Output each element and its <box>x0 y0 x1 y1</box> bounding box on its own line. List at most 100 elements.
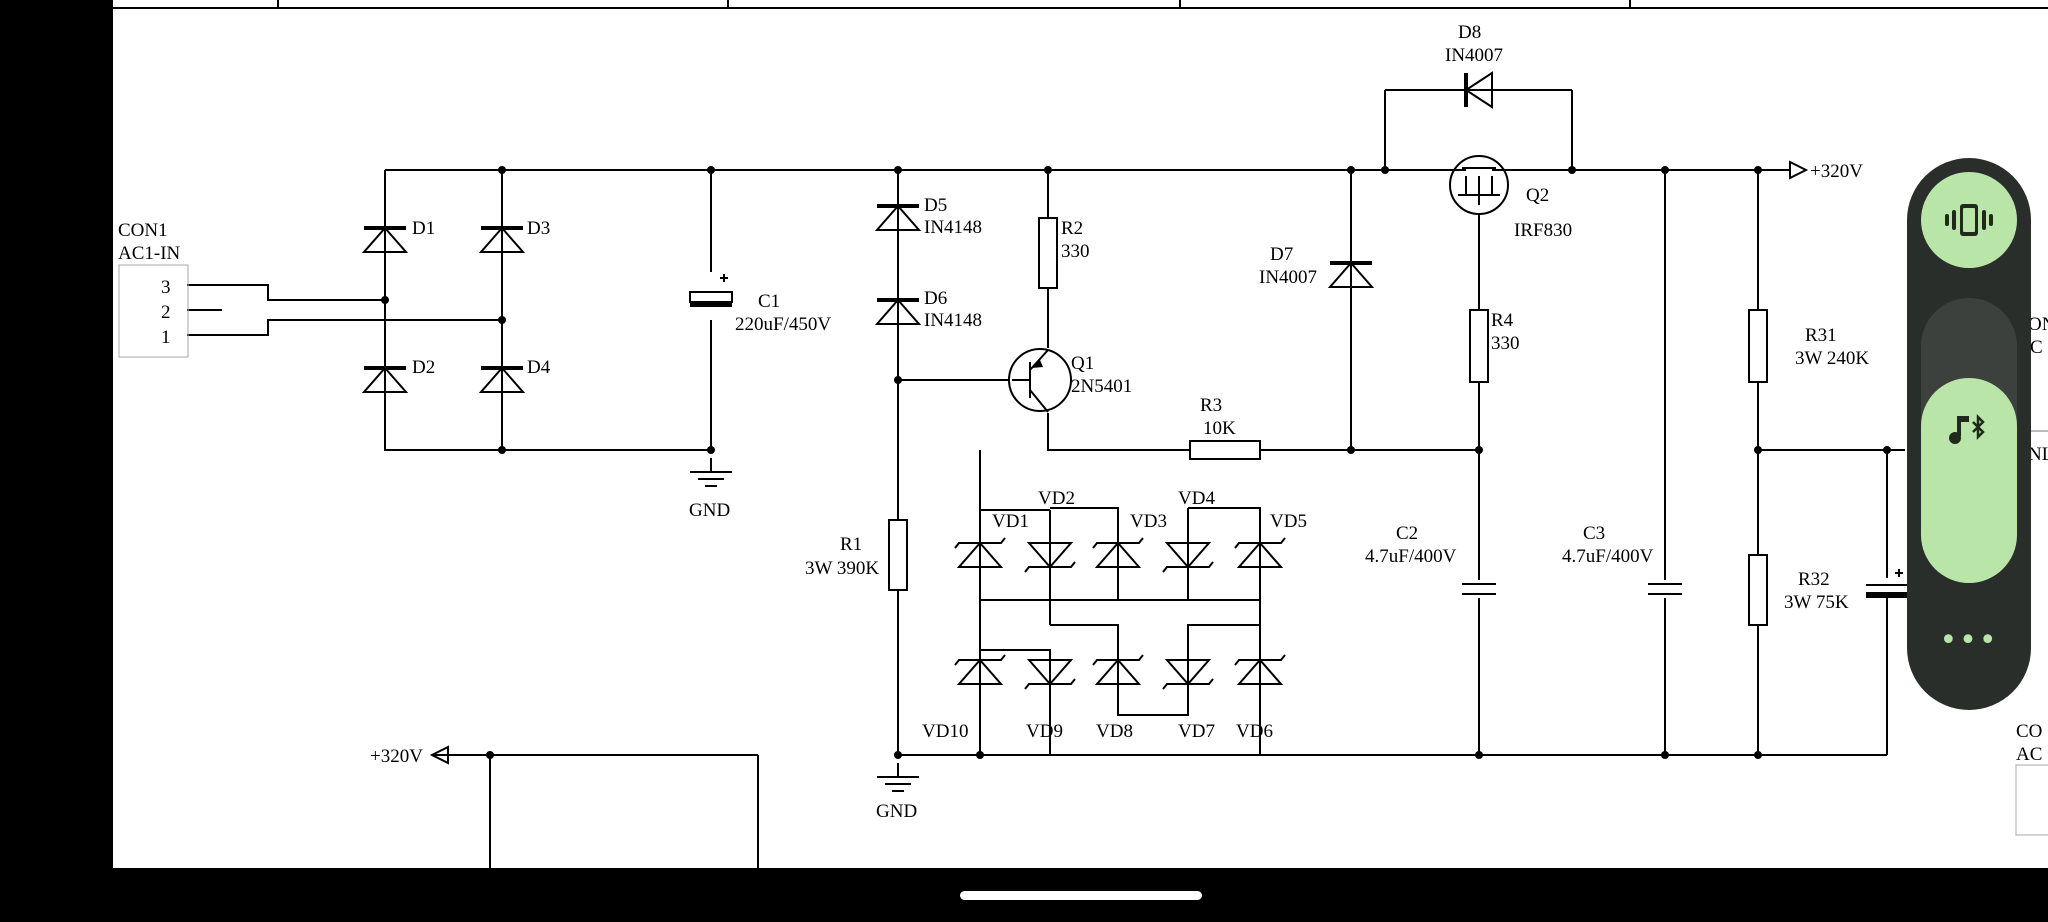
gnd1-label: GND <box>689 500 730 521</box>
zener-vd1: VD1 <box>954 511 1029 568</box>
c3-value: 4.7uF/400V <box>1562 546 1654 567</box>
r1-value: 3W 390K <box>805 558 879 579</box>
net-flag-320v-out: +320V <box>1789 160 1863 182</box>
diode-d1: D1 <box>362 218 435 254</box>
resistor-r2: R2 330 <box>1038 217 1090 289</box>
edge-label-co: CO <box>2016 721 2042 742</box>
c2-value: 4.7uF/400V <box>1365 546 1457 567</box>
con1-pin3: 3 <box>161 277 171 298</box>
vd6-label: VD6 <box>1236 721 1273 742</box>
d6-name: D6 <box>924 288 947 309</box>
v320-out-label: +320V <box>1810 161 1863 182</box>
resistor-r31: R31 3W 240K <box>1748 309 1869 383</box>
d6-value: IN4148 <box>924 310 982 331</box>
r3-value: 10K <box>1203 418 1236 439</box>
c2-name: C2 <box>1396 523 1418 544</box>
con1-name: CON1 <box>118 220 168 241</box>
ground-2: GND <box>876 762 920 822</box>
d7-value: IN4007 <box>1259 267 1317 288</box>
vd5-label: VD5 <box>1270 511 1307 532</box>
home-indicator[interactable] <box>960 891 1202 900</box>
zener-vd2: VD2 <box>1024 488 1076 573</box>
diode-d2: D2 <box>362 357 435 394</box>
d8-name: D8 <box>1458 22 1481 43</box>
zener-vd10: VD10 <box>922 654 1006 742</box>
vd2-label: VD2 <box>1038 488 1075 509</box>
r3-name: R3 <box>1200 395 1222 416</box>
r4-value: 330 <box>1491 333 1520 354</box>
diode-d4: D4 <box>479 357 551 394</box>
zener-vd6: VD6 <box>1234 654 1286 742</box>
ground-1: GND <box>689 457 733 521</box>
zener-vd5: VD5 <box>1234 511 1307 568</box>
zener-vd3: VD3 <box>1092 511 1167 568</box>
junctions <box>381 166 1891 759</box>
q2-value: IRF830 <box>1514 220 1572 241</box>
c1-name: C1 <box>758 291 780 312</box>
vibrate-button[interactable] <box>1921 172 2017 268</box>
d5-value: IN4148 <box>924 217 982 238</box>
q1-name: Q1 <box>1071 353 1094 374</box>
schematic-diagram: CON1 AC1-IN 3 2 1 D1 D3 D2 D4 C1 220uF/4… <box>113 0 2048 868</box>
r2-value: 330 <box>1061 241 1090 262</box>
d4-label: D4 <box>527 357 551 378</box>
capacitor-partial <box>1866 569 1908 598</box>
con1-pin2: 2 <box>161 302 171 323</box>
r31-name: R31 <box>1805 325 1837 346</box>
gnd2-label: GND <box>876 801 917 822</box>
r2-name: R2 <box>1061 218 1083 239</box>
resistor-r3: R3 10K <box>1189 395 1261 460</box>
d5-name: D5 <box>924 195 947 216</box>
resistor-r1: R1 3W 390K <box>805 519 908 591</box>
edge-label-ac: AC <box>2016 744 2042 765</box>
capacitor-c1: C1 220uF/450V <box>689 274 831 335</box>
con1-connector: CON1 AC1-IN 3 2 1 <box>118 220 189 358</box>
capacitor-c2: C2 4.7uF/400V <box>1365 523 1498 598</box>
sheet-top-border <box>113 0 2048 9</box>
d8-value: IN4007 <box>1445 45 1503 66</box>
capacitor-c3: C3 4.7uF/400V <box>1562 523 1684 598</box>
bluetooth-audio-icon <box>1949 413 1985 444</box>
vd9-label: VD9 <box>1026 721 1063 742</box>
d2-label: D2 <box>412 357 435 378</box>
mosfet-q2: Q2 IRF830 <box>1449 155 1572 241</box>
edge-label-nl: NL <box>2028 444 2048 465</box>
d3-label: D3 <box>527 218 550 239</box>
r4-name: R4 <box>1491 310 1514 331</box>
transistor-q1: Q1 2N5401 <box>1008 348 1132 413</box>
vd1-label: VD1 <box>992 511 1029 532</box>
con1-pin1: 1 <box>161 327 171 348</box>
vd10-label: VD10 <box>922 721 968 742</box>
vd7-label: VD7 <box>1178 721 1215 742</box>
vd4-label: VD4 <box>1178 488 1215 509</box>
q2-name: Q2 <box>1526 185 1549 206</box>
c3-name: C3 <box>1583 523 1605 544</box>
r1-name: R1 <box>840 534 862 555</box>
diode-d3: D3 <box>479 218 550 254</box>
resistor-r32: R32 3W 75K <box>1748 554 1849 626</box>
r32-value: 3W 75K <box>1784 592 1849 613</box>
zener-vd9: VD9 <box>1024 659 1076 742</box>
q1-value: 2N5401 <box>1071 376 1132 397</box>
c1-value: 220uF/450V <box>735 314 831 335</box>
edge-label-on: ON <box>2028 314 2048 335</box>
edge-label-c: C <box>2030 337 2043 358</box>
edge-labels: ON C NL CO AC <box>2015 314 2048 836</box>
schematic-sheet: CON1 AC1-IN 3 2 1 D1 D3 D2 D4 C1 220uF/4… <box>113 0 2048 868</box>
vd8-label: VD8 <box>1096 721 1133 742</box>
more-options-button[interactable]: ••• <box>1921 618 2017 678</box>
v320-in-label: +320V <box>370 746 423 767</box>
bluetooth-audio-button[interactable] <box>1921 378 2017 583</box>
d1-label: D1 <box>412 218 435 239</box>
zener-vd7: VD7 <box>1162 659 1215 742</box>
d7-name: D7 <box>1270 244 1293 265</box>
vibrate-icon <box>1945 204 1993 236</box>
zener-vd8: VD8 <box>1092 654 1144 742</box>
zener-vd4: VD4 <box>1162 488 1215 573</box>
con1-value: AC1-IN <box>118 243 181 264</box>
resistor-r4: R4 330 <box>1469 309 1520 383</box>
